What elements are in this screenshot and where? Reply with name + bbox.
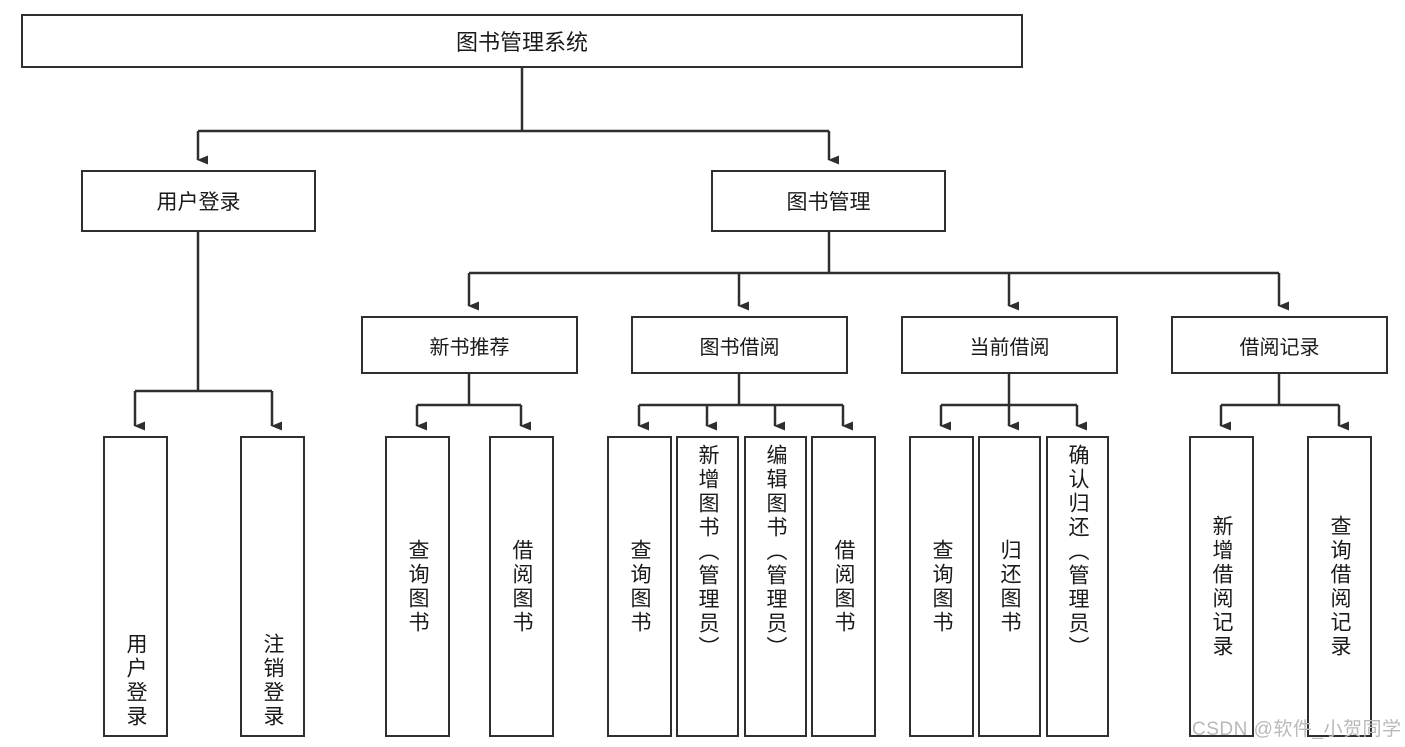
csdn-watermark: CSDN @软件_小贺同学 <box>1192 719 1402 740</box>
node-root-system[interactable]: 图书管理系统 <box>21 14 1023 68</box>
node-leaf-query-book-borrow[interactable]: 查询图书 <box>607 436 672 737</box>
node-leaf-borrow-book[interactable]: 借阅图书 <box>811 436 876 737</box>
node-leaf-query-book-recommend[interactable]: 查询图书 <box>385 436 450 737</box>
node-label: 查询借阅记录 <box>1328 514 1351 659</box>
node-label: 新增图书（管理员） <box>696 444 719 660</box>
node-leaf-return-book[interactable]: 归还图书 <box>978 436 1041 737</box>
node-label: 图书管理 <box>786 191 871 214</box>
node-label: 新增借阅记录 <box>1210 514 1233 659</box>
node-label: 用户登录 <box>156 191 241 214</box>
node-label: 确认归还（管理员） <box>1066 444 1089 660</box>
node-label: 归还图书 <box>998 538 1021 635</box>
node-label: 注销登录 <box>261 633 284 729</box>
node-leaf-query-borrow-record[interactable]: 查询借阅记录 <box>1307 436 1372 737</box>
node-label: 图书管理系统 <box>455 30 588 55</box>
node-label: 查询图书 <box>628 538 651 635</box>
node-leaf-edit-book-admin[interactable]: 编辑图书（管理员） <box>744 436 807 737</box>
node-leaf-confirm-return-admin[interactable]: 确认归还（管理员） <box>1046 436 1109 737</box>
node-book-management[interactable]: 图书管理 <box>711 170 946 232</box>
node-label: 图书借阅 <box>699 336 780 359</box>
node-label: 查询图书 <box>406 538 429 635</box>
node-leaf-user-logout[interactable]: 注销登录 <box>240 436 305 737</box>
node-label: 当前借阅 <box>969 336 1050 359</box>
node-label: 借阅记录 <box>1239 336 1320 359</box>
node-label: 编辑图书（管理员） <box>764 444 787 660</box>
node-leaf-user-login[interactable]: 用户登录 <box>103 436 168 737</box>
node-user-login[interactable]: 用户登录 <box>81 170 316 232</box>
node-leaf-add-book-admin[interactable]: 新增图书（管理员） <box>676 436 739 737</box>
node-leaf-add-borrow-record[interactable]: 新增借阅记录 <box>1189 436 1254 737</box>
node-current-borrow[interactable]: 当前借阅 <box>901 316 1118 374</box>
node-leaf-borrow-book-recommend[interactable]: 借阅图书 <box>489 436 554 737</box>
node-label: 用户登录 <box>124 633 147 729</box>
node-label: 借阅图书 <box>832 538 855 635</box>
node-label: 新书推荐 <box>429 336 510 359</box>
node-label: 借阅图书 <box>510 538 533 635</box>
node-label: 查询图书 <box>930 538 953 635</box>
node-book-borrow[interactable]: 图书借阅 <box>631 316 848 374</box>
node-new-book-recommend[interactable]: 新书推荐 <box>361 316 578 374</box>
node-borrow-record[interactable]: 借阅记录 <box>1171 316 1388 374</box>
node-leaf-query-book-current[interactable]: 查询图书 <box>909 436 974 737</box>
